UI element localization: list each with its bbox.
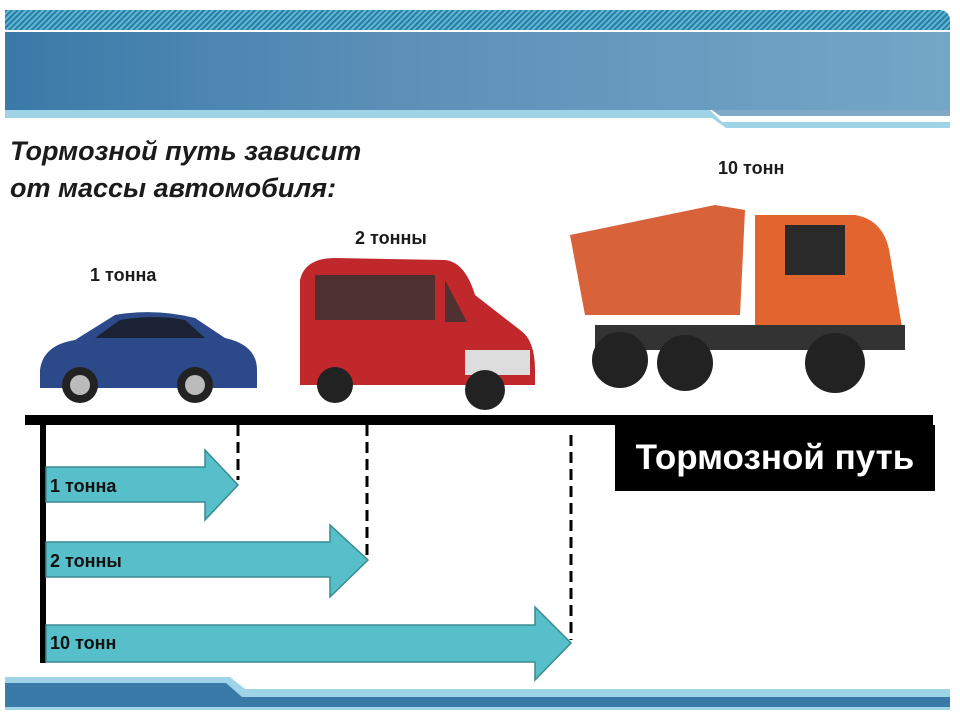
road-line: [25, 415, 933, 425]
car-weight-label: 1 тонна: [90, 265, 157, 285]
arrow-2-label: 2 тонны: [50, 551, 122, 571]
van-image: [300, 258, 535, 410]
van-weight-label: 2 тонны: [355, 228, 427, 248]
arrow-3: [45, 605, 573, 682]
header-strip: [5, 110, 950, 128]
title-line-1: Тормозной путь зависит: [10, 136, 362, 166]
start-line: [40, 425, 46, 663]
truck-image: [570, 205, 905, 393]
slide-title: Тормозной путь зависит от массы автомоби…: [10, 133, 361, 207]
braking-distance-label: Тормозной путь: [615, 425, 935, 491]
arrow-1-label: 1 тонна: [50, 476, 117, 496]
car-image: [40, 312, 257, 403]
title-line-2: от массы автомобиля:: [10, 173, 337, 203]
header-band: [5, 32, 950, 110]
arrow-3-label: 10 тонн: [50, 633, 117, 653]
footer-band: [5, 677, 950, 710]
truck-weight-label: 10 тонн: [718, 158, 785, 178]
header-hatched-band: [5, 10, 950, 30]
